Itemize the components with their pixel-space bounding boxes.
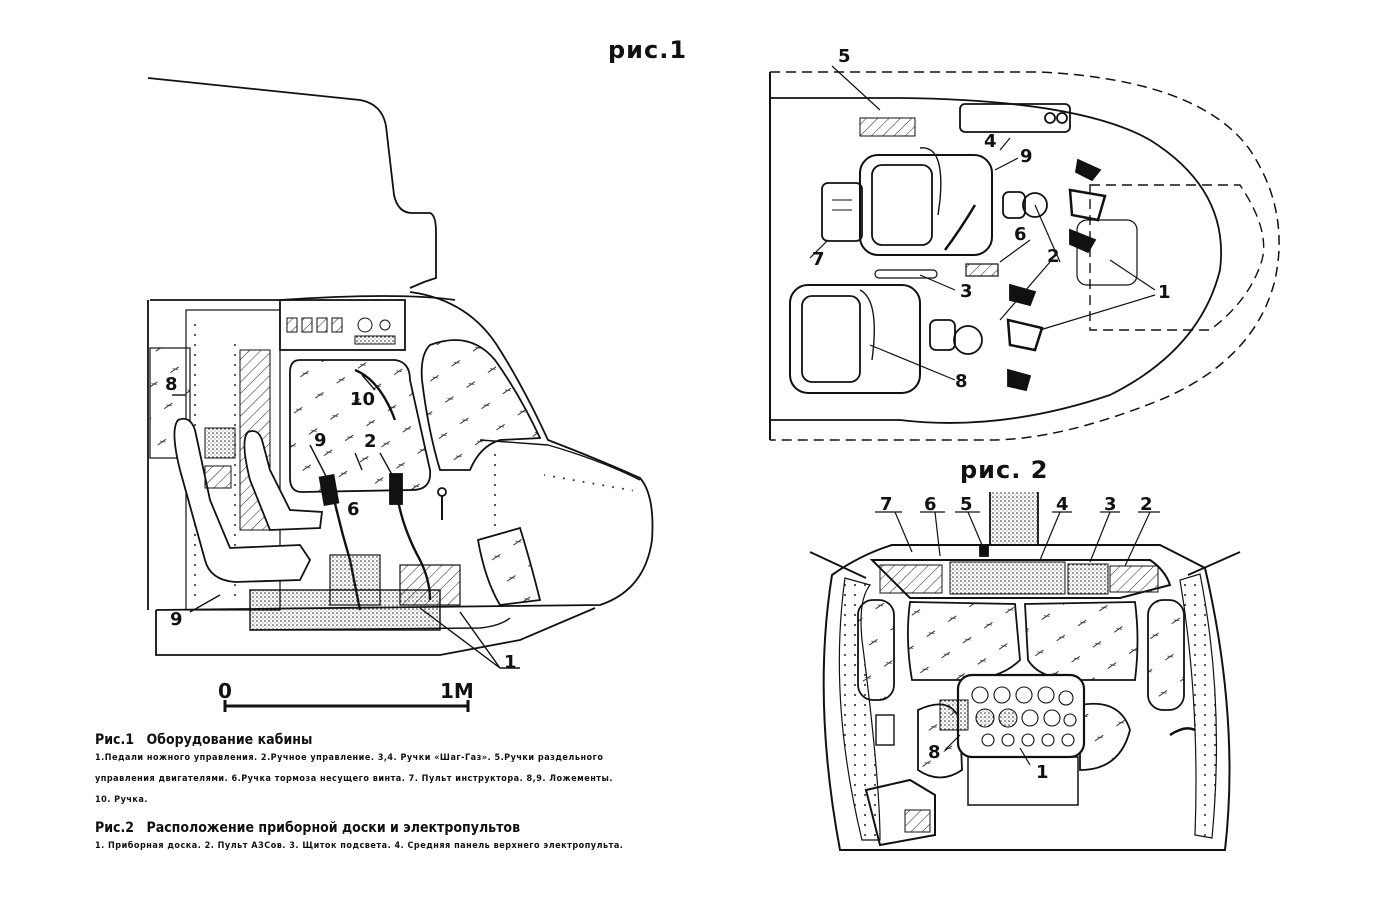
fig2-panel-label-4: 4 — [1056, 494, 1069, 515]
fig2-panel-label-6: 6 — [924, 494, 937, 515]
fig2-caption-heading: Рис.2 Расположение приборной доски и эле… — [95, 820, 695, 836]
fig1-side-view: рис.1 — [147, 36, 687, 669]
fig2-caption: Рис.2 Расположение приборной доски и эле… — [95, 820, 695, 857]
fig2-panel-label-2: 2 — [1140, 494, 1153, 515]
fig1-caption-line-3: 10. Ручка. — [95, 795, 148, 805]
fig2-label-4: 4 — [984, 131, 997, 152]
fig1-seat-8 — [173, 417, 312, 583]
fig1-lower-window — [476, 526, 542, 606]
fig1-canopy-outline — [155, 291, 654, 611]
fig2-panel-label-5: 5 — [960, 494, 973, 515]
fig2-pedals-lower — [1007, 283, 1037, 392]
fig2-label-1: 1 — [1158, 282, 1171, 303]
fig2-azs-box — [864, 778, 936, 847]
fig2-panel-view — [809, 492, 1241, 851]
scale-start-label: 0 — [218, 679, 232, 703]
fig2-overhead-panel — [869, 559, 1172, 599]
fig2-top-view — [769, 65, 1280, 441]
fig2-title: рис. 2 — [960, 456, 1048, 484]
fig2-panel-label-7: 7 — [880, 494, 893, 515]
fig1-label-7: 8 — [165, 374, 178, 395]
fig2-caption-line-1: 1. Приборная доска. 2. Пульт АЗСов. 3. Щ… — [95, 841, 624, 851]
fig2-label-7: 7 — [812, 249, 825, 270]
fig2-label-8: 8 — [955, 371, 968, 392]
fig1-label-1: 1 — [504, 652, 517, 673]
fig2-hull-outline — [770, 97, 1222, 424]
fig1-label-2: 2 — [364, 431, 377, 452]
fig2-label-6: 6 — [1014, 224, 1027, 245]
fig1-front-window — [289, 359, 432, 493]
fig1-label-9: 9 — [314, 430, 327, 451]
fig2-caption-title: Расположение приборной доски и электропу… — [146, 820, 521, 836]
fig1-caption-prefix: Рис.1 — [95, 732, 135, 748]
fig1-label-8: 9 — [170, 609, 183, 630]
fig1-labels: 8 9 9 10 2 6 1 — [165, 374, 517, 673]
fig2-top-labels: 5 4 9 6 2 1 3 8 7 — [812, 46, 1171, 392]
fig2-panel-label-3: 3 — [1104, 494, 1117, 515]
fig1-scale-bar: 0 1M — [218, 679, 474, 712]
fig2-rotor-brake — [965, 263, 999, 277]
fig2-pedals-upper — [1069, 158, 1102, 254]
fig2-instructor-panel — [821, 182, 863, 242]
fig1-caption-heading: Рис.1 Оборудование кабины — [95, 732, 695, 748]
scale-end-label: 1M — [440, 679, 474, 703]
fig2-canopy-frame — [822, 544, 1231, 851]
fig1-caption-line-1: 1.Педали ножного управления. 2.Ручное уп… — [95, 753, 604, 763]
fig1-label-6: 6 — [347, 499, 360, 520]
fig1-seat-9 — [243, 430, 324, 531]
fig2-seat-8 — [789, 284, 921, 394]
fig2-label-5: 5 — [838, 46, 851, 67]
fig2-seat-9 — [859, 154, 993, 256]
fig1-upper-fuselage — [147, 77, 437, 289]
fig2-panel-label-8: 8 — [928, 742, 941, 763]
fig2-label-9: 9 — [1020, 146, 1033, 167]
fig1-title: рис.1 — [608, 36, 687, 64]
fig2-label-3: 3 — [960, 281, 973, 302]
fig1-caption-line-2: управления двигателями. 6.Ручка тормоза … — [95, 774, 613, 784]
fig1-caption: Рис.1 Оборудование кабины 1.Педали ножно… — [95, 732, 695, 811]
fig1-upper-window — [420, 339, 542, 471]
fig1-caption-title: Оборудование кабины — [146, 732, 313, 748]
fig2-panel-label-1: 1 — [1036, 762, 1049, 783]
fig1-floor — [155, 607, 596, 656]
fig2-caption-prefix: Рис.2 — [95, 820, 135, 836]
fig2-label-2: 2 — [1047, 246, 1060, 267]
fig2-panel-labels: 7 6 5 4 3 2 8 1 — [880, 494, 1153, 783]
fig1-label-10: 10 — [350, 389, 375, 410]
